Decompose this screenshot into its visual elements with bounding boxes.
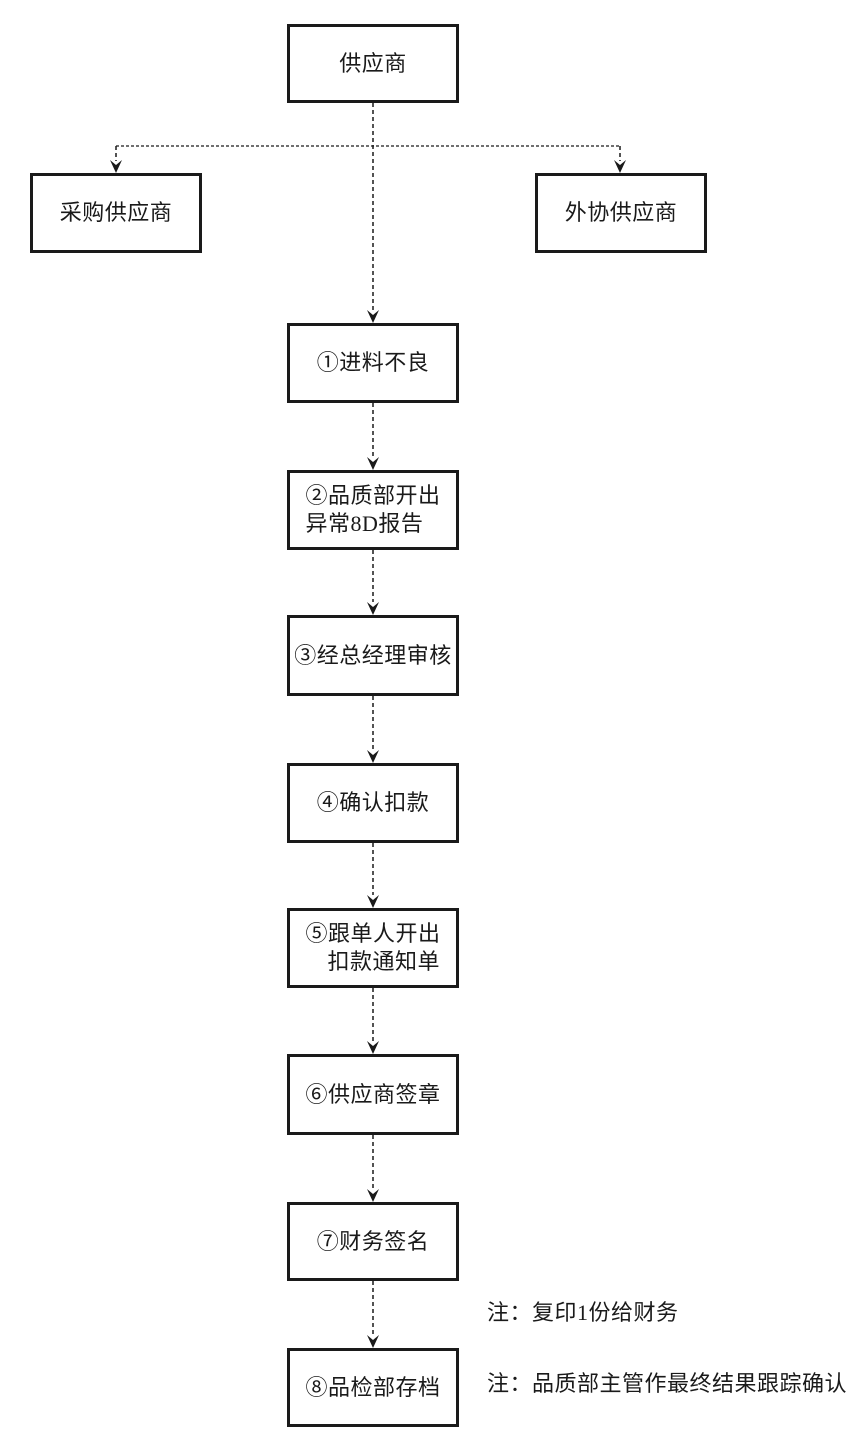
node-step3-gm-review: ③经总经理审核: [287, 615, 459, 696]
node-step2-text: ②品质部开出 异常8D报告: [305, 482, 440, 538]
arrowhead-step7-icon: [367, 1189, 379, 1202]
node-step4-label: ④确认扣款: [316, 790, 430, 815]
arrowhead-outsource-icon: [614, 160, 626, 173]
node-step5-line1: ⑤跟单人开出: [305, 921, 441, 946]
node-step2-line1: ②品质部开出: [305, 483, 441, 508]
node-step1-label: ①进料不良: [316, 350, 430, 375]
arrowhead-step4-icon: [367, 750, 379, 763]
node-step6-supplier-signature: ⑥供应商签章: [287, 1054, 459, 1135]
node-step4-confirm-deduction: ④确认扣款: [287, 763, 459, 843]
arrowhead-step8-icon: [367, 1335, 379, 1348]
node-outsourcing-supplier: 外协供应商: [535, 173, 707, 253]
node-step2-line2: 异常8D报告: [305, 511, 424, 536]
node-step8-label: ⑧品检部存档: [305, 1374, 441, 1400]
node-purchase-supplier: 采购供应商: [30, 173, 202, 253]
node-outsourcing-supplier-label: 外协供应商: [564, 200, 678, 225]
node-step2-quality-8d-report: ②品质部开出 异常8D报告: [287, 470, 459, 550]
node-step6-label: ⑥供应商签章: [305, 1081, 441, 1107]
arrowhead-step5-icon: [367, 895, 379, 908]
node-supplier: 供应商: [287, 24, 459, 103]
arrowhead-step3-icon: [367, 602, 379, 615]
node-step5-line2: 扣款通知单: [327, 949, 440, 974]
note-quality-supervisor-tracking: 注：品质部主管作最终结果跟踪确认: [487, 1371, 848, 1396]
node-step1-incoming-defect: ①进料不良: [287, 323, 459, 403]
node-step7-finance-signature: ⑦财务签名: [287, 1202, 459, 1281]
note-copy-to-finance: 注：复印1份给财务: [487, 1300, 679, 1325]
arrowhead-purchase-icon: [110, 160, 122, 173]
arrowhead-step1-icon: [367, 310, 379, 323]
node-step8-qc-archive: ⑧品检部存档: [287, 1348, 459, 1427]
node-step7-label: ⑦财务签名: [316, 1228, 430, 1254]
node-step3-label: ③经总经理审核: [294, 642, 452, 668]
node-step5-text: ⑤跟单人开出 扣款通知单: [305, 920, 440, 976]
node-purchase-supplier-label: 采购供应商: [59, 200, 173, 225]
node-step5-deduction-notice: ⑤跟单人开出 扣款通知单: [287, 908, 459, 988]
arrowhead-step6-icon: [367, 1041, 379, 1054]
arrowhead-step2-icon: [367, 457, 379, 470]
node-supplier-label: 供应商: [339, 50, 407, 76]
